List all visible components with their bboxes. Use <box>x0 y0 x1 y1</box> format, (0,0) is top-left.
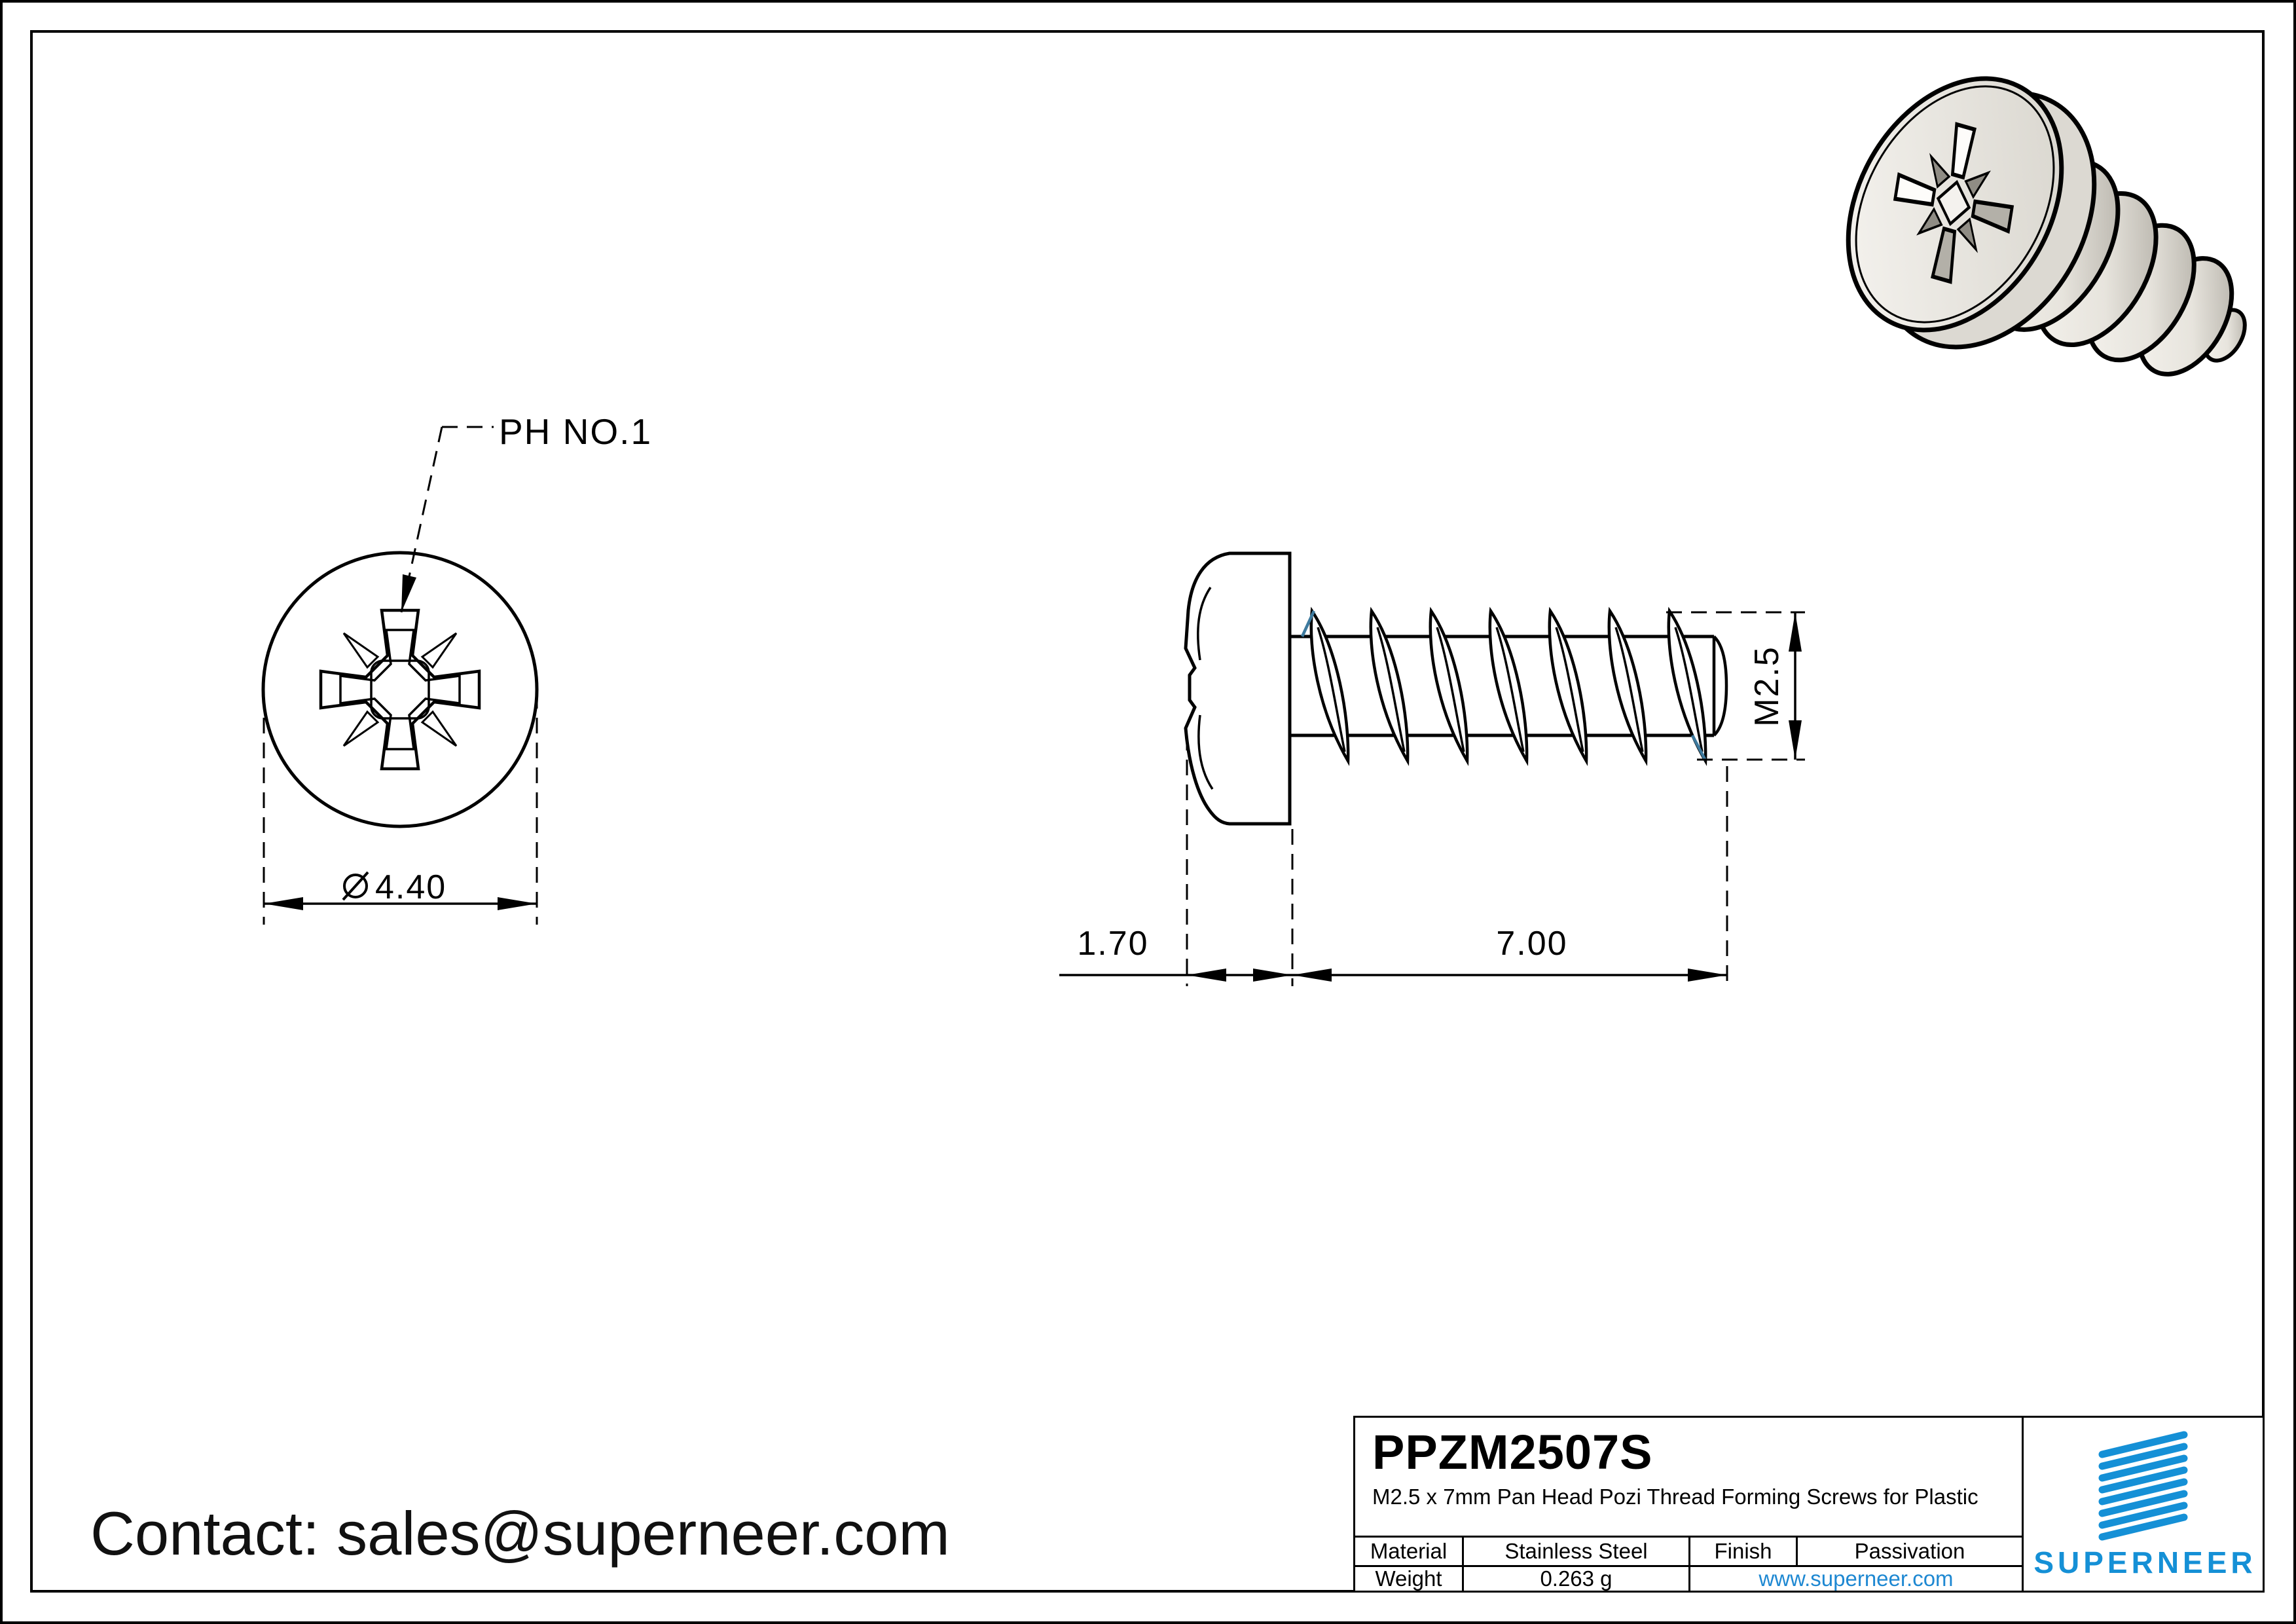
weight-label: Weight <box>1375 1566 1442 1591</box>
diameter-symbol <box>342 871 369 901</box>
arrow-right <box>498 897 537 910</box>
front-view: PH NO.1 4.40 <box>261 411 652 925</box>
title-block-row-1: Material Stainless Steel Finish Passivat… <box>1355 1536 2022 1565</box>
thread-spec-value: M2.5 <box>1748 646 1786 727</box>
pozi-wing-ne <box>420 632 458 669</box>
thread-length-value: 7.00 <box>1496 925 1567 963</box>
finish-value: Passivation <box>1796 1538 2022 1565</box>
pozi-recess-3d <box>1893 122 2014 284</box>
website-link[interactable]: www.superneer.com <box>1688 1566 2022 1591</box>
end-cap <box>1713 635 1728 737</box>
head-face-inner-edge <box>1855 85 2055 323</box>
arrow-up <box>1789 612 1802 652</box>
title-block: PPZM2507S M2.5 x 7mm Pan Head Pozi Threa… <box>1353 1416 2265 1593</box>
recess-silhouette-upper <box>1197 587 1212 661</box>
part-number: PPZM2507S <box>1372 1425 1653 1479</box>
arrow-head-height-right <box>1253 969 1292 982</box>
leader-arrow <box>401 574 416 612</box>
brand-logo-icon <box>2098 1431 2188 1541</box>
drive-callout: PH NO.1 <box>400 411 652 613</box>
pozi-wing-se <box>420 710 458 747</box>
page-inner-border <box>30 30 2265 1593</box>
length-dimensions: 1.70 7.00 <box>1059 735 1728 986</box>
arrow-left <box>264 897 303 910</box>
head-height-value: 1.70 <box>1077 925 1148 963</box>
pozi-recess <box>319 608 481 771</box>
finish-label: Finish <box>1688 1538 1796 1565</box>
weight-value: 0.263 g <box>1462 1566 1688 1591</box>
pozi-wing-nw <box>342 632 380 669</box>
accent-segment-first-thread <box>1300 610 1316 637</box>
contact-line: Contact: sales@superneer.com <box>90 1499 950 1568</box>
recess-silhouette-lower <box>1197 714 1214 790</box>
brand-panel: SUPERNEER <box>2022 1418 2267 1591</box>
title-block-main: PPZM2507S M2.5 x 7mm Pan Head Pozi Threa… <box>1355 1418 2022 1591</box>
material-label: Material <box>1370 1539 1448 1563</box>
pozi-wing-sw <box>342 710 380 747</box>
arrow-thread-length-left <box>1292 969 1332 982</box>
material-value: Stainless Steel <box>1462 1538 1688 1565</box>
thread-diameter-dimension: M2.5 <box>1666 611 1805 761</box>
threads <box>1309 606 1707 766</box>
brand-name: SUPERNEER <box>2033 1545 2257 1579</box>
pozi-cross-outer <box>319 608 481 771</box>
drive-label: PH NO.1 <box>499 411 652 452</box>
screw-3d-view <box>1846 76 2247 377</box>
arrow-head-height-left <box>1187 969 1226 982</box>
pozi-cross-inner <box>339 629 461 750</box>
head-profile <box>1184 551 1292 826</box>
diameter-dimension: 4.40 <box>263 693 538 925</box>
part-description: M2.5 x 7mm Pan Head Pozi Thread Forming … <box>1372 1485 1978 1509</box>
head-diameter-value: 4.40 <box>375 868 446 906</box>
side-view: M2.5 1.70 7.00 <box>1059 551 1805 986</box>
arrow-down <box>1789 720 1802 760</box>
pozi-center-square <box>370 659 430 720</box>
arrow-thread-length-right <box>1688 969 1727 982</box>
title-block-row-2: Weight 0.263 g www.superneer.com <box>1355 1565 2022 1591</box>
accent-segment-last-thread <box>1691 734 1707 762</box>
